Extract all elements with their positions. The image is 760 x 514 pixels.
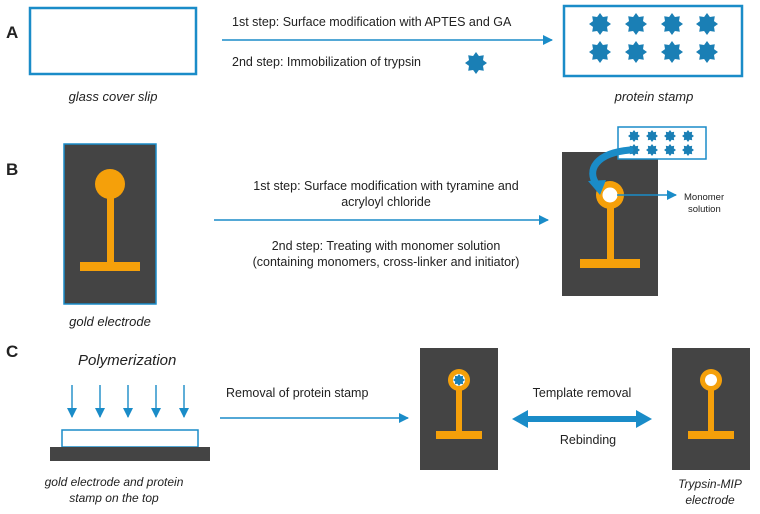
small-protein-stamp — [617, 126, 707, 160]
stamp-on-electrode — [61, 429, 199, 448]
section-b-letter: B — [6, 160, 18, 179]
double-arrow — [512, 410, 652, 428]
section-b-step2-line2: (containing monomers, cross-linker and i… — [253, 255, 520, 269]
section-a-letter: A — [6, 23, 18, 42]
gold-electrode-base — [50, 447, 210, 461]
monomer-label-line2: solution — [688, 204, 721, 215]
monomer-label-line1: Monomer — [684, 192, 724, 203]
mip-caption-line1: Trypsin-MIP — [678, 477, 742, 491]
section-b-step2-line1: 2nd step: Treating with monomer solution — [272, 239, 501, 253]
trypsin-icon — [465, 52, 487, 74]
gold-electrode-caption: gold electrode — [69, 314, 151, 329]
stamp-assembly-caption-line1: gold electrode and protein — [45, 475, 184, 489]
protein-stamp — [562, 4, 744, 78]
polymerization-label: Polymerization — [78, 352, 176, 369]
polymerization-arrows — [67, 385, 189, 418]
section-b-step1-line2: acryloyl chloride — [341, 195, 431, 209]
stamp-curved-arrowhead — [588, 180, 606, 195]
removal-label: Removal of protein stamp — [226, 386, 368, 400]
gold-electrode — [63, 143, 157, 305]
template-removal-label: Template removal — [533, 386, 632, 400]
rebinding-label: Rebinding — [560, 433, 616, 447]
trypsin-mip-electrode — [672, 348, 750, 470]
protein-stamp-caption: protein stamp — [614, 89, 694, 104]
stamp-assembly-caption-line2: stamp on the top — [69, 491, 159, 505]
electrode-with-template — [420, 348, 498, 470]
glass-cover-slip-caption: glass cover slip — [69, 89, 158, 104]
mip-caption-line2: electrode — [685, 493, 735, 507]
section-a-step1: 1st step: Surface modification with APTE… — [232, 15, 512, 29]
section-a-step2: 2nd step: Immobilization of trypsin — [232, 55, 421, 69]
modified-electrode — [562, 152, 658, 296]
glass-cover-slip — [28, 6, 198, 76]
section-c-letter: C — [6, 342, 18, 361]
section-b-step1-line1: 1st step: Surface modification with tyra… — [253, 179, 518, 193]
